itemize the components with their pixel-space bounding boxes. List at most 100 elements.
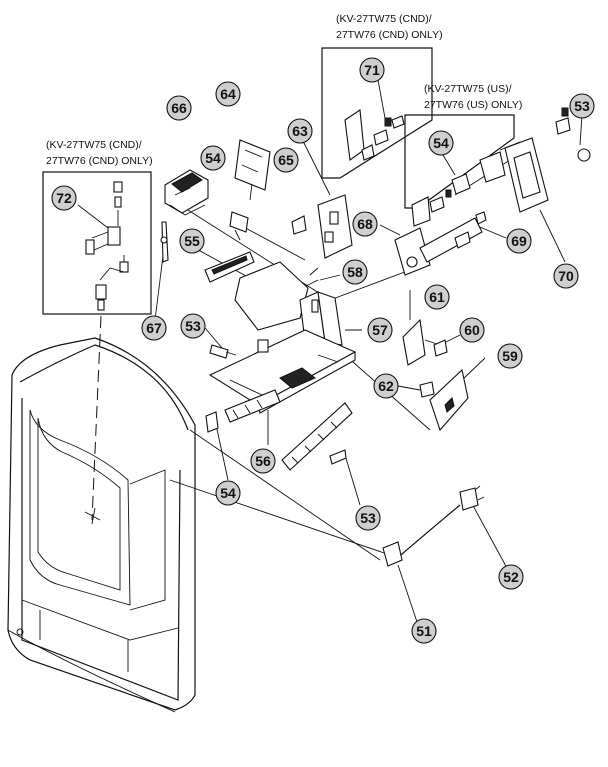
callout-71: 71: [359, 57, 385, 83]
leader-71: [377, 79, 386, 119]
part-71-assembly: [344, 109, 405, 161]
leader-59: [461, 357, 486, 381]
tv-cabinet: [7, 337, 196, 713]
svg-text:66: 66: [171, 100, 187, 116]
svg-text:52: 52: [503, 569, 519, 585]
leader-53-top: [579, 114, 583, 146]
callout-54-low: 54: [215, 480, 241, 506]
part-61-bracket: [402, 318, 441, 366]
callout-61: 61: [424, 284, 450, 310]
leader-52: [469, 499, 509, 571]
leader-53-low: [344, 454, 361, 506]
part-72-assembly: [85, 181, 129, 311]
svg-text:61: 61: [429, 289, 445, 305]
callout-65: 65: [273, 147, 299, 173]
svg-text:58: 58: [347, 264, 363, 280]
callout-54-us: 54: [428, 130, 454, 156]
svg-text:60: 60: [464, 322, 480, 338]
part-56-main-board: [208, 329, 357, 414]
callout-54-upper: 54: [200, 145, 226, 171]
part-67-stem: [160, 221, 169, 263]
callout-58: 58: [342, 259, 368, 285]
leader-66: [179, 204, 331, 301]
leader-cord-line: [169, 479, 391, 556]
inset-box-top: [321, 47, 433, 179]
inset-box-left: [42, 171, 152, 315]
power-cord: [382, 485, 485, 567]
dashed-leader-tv: [91, 315, 102, 521]
lower-bracket-left: [205, 389, 281, 433]
assembly-line-b: [329, 269, 411, 301]
part-53-screw-mid: [209, 344, 237, 359]
svg-text:68: 68: [357, 216, 373, 232]
svg-text:54: 54: [205, 150, 221, 166]
part-64-board: [234, 139, 271, 191]
part-60-clip: [433, 339, 448, 357]
callout-63: 63: [287, 118, 313, 144]
svg-text:70: 70: [558, 268, 574, 284]
callout-68: 68: [352, 211, 378, 237]
callout-53-mid: 53: [180, 313, 206, 339]
assembly-line-e: [189, 429, 381, 561]
svg-text:62: 62: [378, 378, 394, 394]
part-54-screw-a: [229, 211, 249, 241]
part-55-strip: [204, 251, 255, 283]
leader-68: [379, 224, 401, 236]
inset-box-us: [404, 114, 515, 209]
leader-63: [299, 134, 331, 196]
callout-67: 67: [141, 315, 167, 341]
part-53-screw-top: [555, 107, 591, 162]
callout-66: 66: [166, 95, 192, 121]
callout-52: 52: [498, 564, 524, 590]
callout-64: 64: [215, 81, 241, 107]
svg-text:57: 57: [372, 322, 388, 338]
note-us-line2: 27TW76 (US) ONLY): [424, 99, 522, 111]
callout-51: 51: [411, 618, 437, 644]
leader-54-low: [214, 419, 229, 481]
callout-70: 70: [553, 263, 579, 289]
svg-text:53: 53: [185, 318, 201, 334]
svg-text:65: 65: [278, 152, 294, 168]
svg-text:51: 51: [416, 623, 432, 639]
callout-72: 72: [51, 185, 77, 211]
part-59-panel: [429, 368, 469, 432]
svg-text:59: 59: [502, 348, 518, 364]
callout-59: 59: [497, 343, 523, 369]
part-65-clip: [291, 215, 307, 235]
note-cnd-left-line2: 27TW76 (CND) ONLY): [46, 155, 153, 167]
svg-text:54: 54: [220, 485, 236, 501]
callout-62: 62: [373, 373, 399, 399]
svg-text:53: 53: [360, 510, 376, 526]
note-cnd-top-line1: (KV-27TW75 (CND)/: [336, 13, 432, 25]
callout-60: 60: [459, 317, 485, 343]
svg-text:54: 54: [433, 135, 449, 151]
svg-text:72: 72: [56, 190, 72, 206]
part-62-screw: [419, 381, 435, 398]
part-66-bracket: [164, 169, 209, 216]
callout-53-low: 53: [355, 505, 381, 531]
svg-text:53: 53: [574, 98, 590, 114]
leader-53-mid: [204, 327, 223, 349]
callout-69: 69: [506, 228, 532, 254]
leader-62: [397, 385, 421, 391]
svg-text:71: 71: [364, 62, 380, 78]
leader-72: [77, 204, 109, 229]
part-58-57-chassis: [234, 261, 343, 351]
part-69-screw: [454, 211, 487, 249]
svg-text:64: 64: [220, 86, 236, 102]
svg-text:67: 67: [146, 320, 162, 336]
callout-57: 57: [367, 317, 393, 343]
part-68-bracket: [394, 217, 483, 276]
svg-text:56: 56: [255, 453, 271, 469]
leader-54a: [239, 224, 306, 261]
svg-text:63: 63: [292, 123, 308, 139]
callout-53-top-right: 53: [569, 93, 595, 119]
part-54-us-assembly: [411, 173, 471, 227]
part-70-panel: [479, 137, 549, 213]
part-63-plate: [317, 194, 353, 259]
note-cnd-left-line1: (KV-27TW75 (CND)/: [46, 139, 142, 151]
leader-58: [319, 274, 341, 281]
note-us-line1: (KV-27TW75 (US)/: [424, 83, 512, 95]
svg-text:55: 55: [184, 233, 200, 249]
